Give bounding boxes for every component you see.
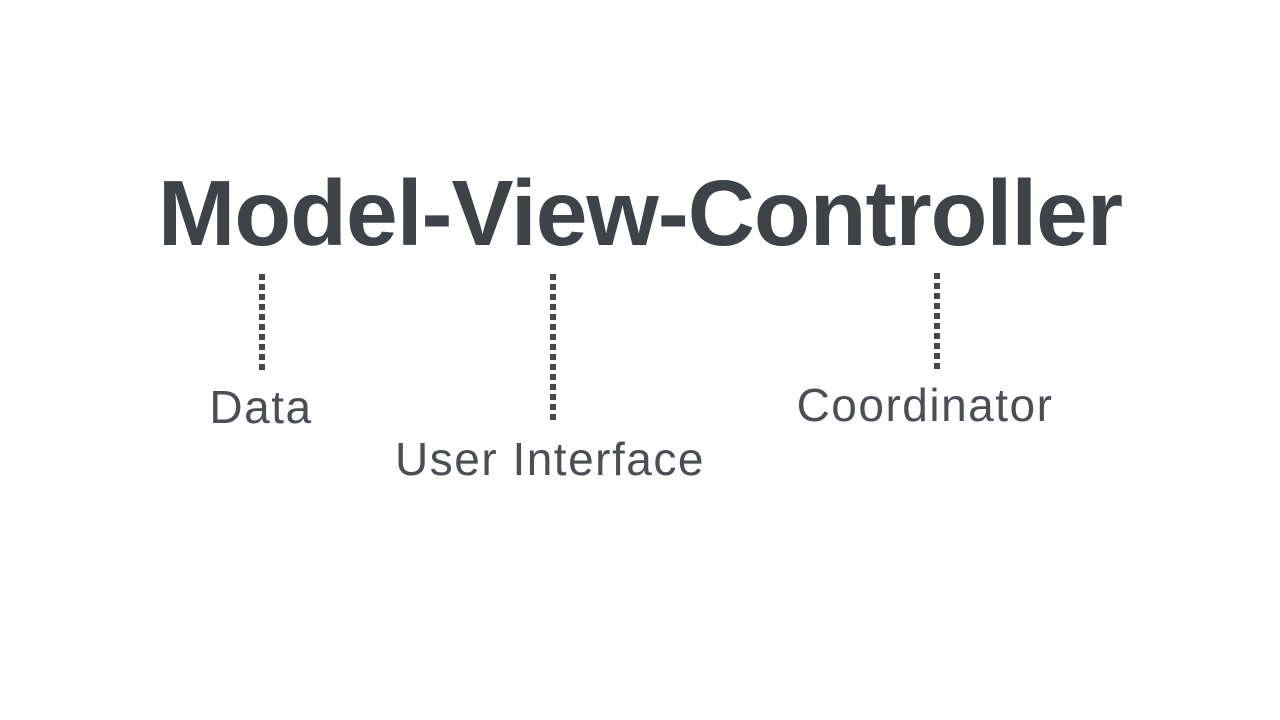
view-dotted-connector-line xyxy=(550,274,556,420)
controller-dotted-connector-line xyxy=(934,273,940,369)
model-annotation-label: Data xyxy=(209,381,313,433)
controller-annotation-label: Coordinator xyxy=(796,379,1054,431)
model-dotted-connector-line xyxy=(259,274,265,370)
view-annotation-label: User Interface xyxy=(395,433,705,485)
slide-title: Model-View-Controller xyxy=(157,161,1123,265)
